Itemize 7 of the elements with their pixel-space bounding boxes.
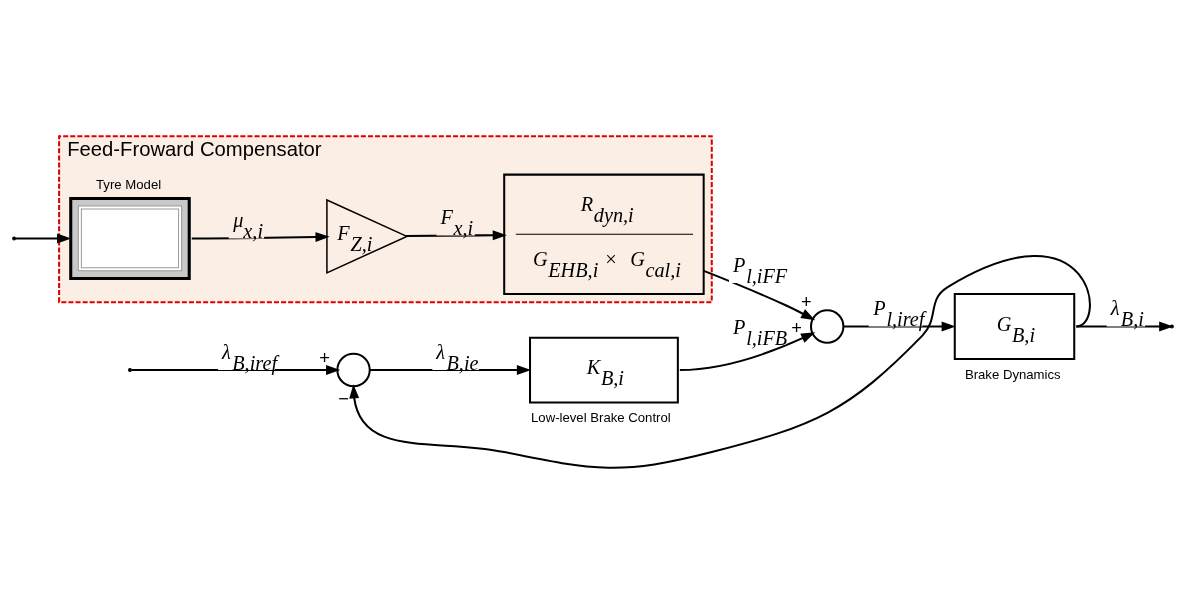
node-label: Brake Dynamics [964,366,1061,382]
label: − [338,388,349,409]
node-label: Tyre Model [96,177,162,193]
label: + [800,292,812,313]
node-label: Low-level Brake Control [531,410,671,426]
label: + [791,317,802,338]
label: + [319,348,330,369]
